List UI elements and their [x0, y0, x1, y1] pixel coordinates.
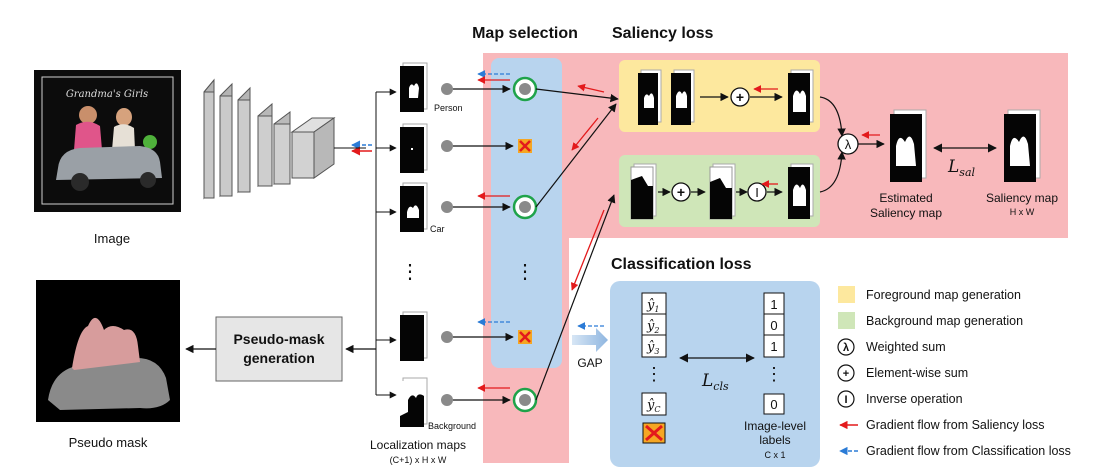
legend-item-4: I Inverse operation — [837, 390, 963, 408]
bg-inverse-symbol: I — [755, 185, 759, 200]
selection-gradient-arrows — [477, 70, 510, 392]
pseudo-mask-generation-label-2: generation — [243, 350, 315, 366]
legend-item-1: Background map generation — [838, 312, 1023, 329]
labels-ellipsis: ⋮ — [765, 364, 783, 384]
image-caption: Image — [94, 231, 130, 246]
y-hat-ellipsis: ⋮ — [645, 364, 663, 384]
localization-maps-caption: Localization maps — [370, 438, 466, 452]
input-image: Grandma's Girls — [34, 70, 181, 212]
localization-maps-dims: (C+1) x H x W — [390, 455, 447, 465]
gap-arrow — [572, 328, 608, 352]
image-banner-text: Grandma's Girls — [66, 89, 148, 100]
label-value-c: 0 — [770, 397, 777, 412]
selection-ellipsis: ⋮ — [515, 261, 535, 283]
y-hat-c: ŷC — [646, 398, 660, 414]
localization-map-4 — [400, 311, 428, 361]
legend-item-6: Gradient flow from Classification loss — [839, 444, 1071, 458]
map-label-car: Car — [430, 224, 445, 234]
y-hat-1: ŷ1 — [646, 298, 659, 314]
fg-map-1 — [638, 69, 662, 125]
fg-map-2 — [671, 69, 695, 125]
image-level-labels — [763, 292, 785, 415]
pseudo-mask-image — [36, 280, 180, 422]
saliency-map — [1004, 109, 1041, 182]
saliency-map-caption: Saliency map — [986, 191, 1058, 205]
legend-symbol-circle — [837, 364, 855, 382]
label-value-1: 1 — [770, 297, 777, 312]
lsal-label: Lsal — [947, 157, 976, 179]
fg-plus-symbol: + — [736, 89, 744, 105]
y-hat-3: ŷ3 — [646, 340, 659, 356]
legend-symbol-glyph: + — [843, 368, 849, 380]
legend-item-3: + Element-wise sum — [837, 364, 968, 382]
fg-output-map — [788, 69, 814, 125]
image-level-dims: C x 1 — [764, 450, 785, 460]
pseudo-mask-caption: Pseudo mask — [69, 435, 148, 450]
legend-text: Background map generation — [866, 314, 1023, 328]
bg-plus-symbol: + — [677, 184, 685, 200]
cnn-backbone — [203, 78, 336, 200]
localization-map-background — [400, 377, 428, 427]
legend-text: Weighted sum — [866, 340, 946, 354]
localization-map-3 — [400, 182, 428, 232]
selected-ring-3 — [512, 194, 538, 220]
label-value-2: 0 — [770, 318, 777, 333]
lcls-label: Lcls — [701, 371, 729, 393]
rejected-mark-4 — [518, 330, 532, 344]
localization-map-car — [400, 123, 428, 173]
map-selection-title: Map selection — [472, 25, 578, 42]
legend-item-2: λ Weighted sum — [837, 338, 946, 356]
estimated-saliency-map — [890, 109, 927, 182]
estimated-caption-1: Estimated — [879, 191, 932, 205]
y-hat-2: ŷ2 — [646, 319, 659, 335]
bg-map-1 — [630, 163, 657, 220]
element-wise-sum-fg — [730, 87, 750, 107]
legend-item-0: Foreground map generation — [838, 286, 1021, 303]
weighted-sum-symbol: λ — [845, 137, 852, 152]
map-label-person: Person — [434, 103, 463, 113]
pseudo-mask-generation-box — [215, 316, 343, 382]
legend-text: Element-wise sum — [866, 366, 968, 380]
selected-ring-person — [512, 76, 538, 102]
rejected-score-mark — [642, 422, 666, 444]
maps-ellipsis: ⋮ — [400, 261, 420, 283]
legend-item-5: Gradient flow from Saliency loss — [839, 418, 1045, 432]
legend-text: Gradient flow from Saliency loss — [866, 418, 1045, 432]
map-dots — [441, 83, 453, 406]
legend-swatch — [838, 286, 855, 303]
element-wise-sum-bg — [671, 182, 691, 202]
rejected-mark-car — [518, 139, 532, 153]
legend-text: Foreground map generation — [866, 288, 1021, 302]
legend-symbol-circle — [837, 338, 855, 356]
saliency-back-gradient-arrows — [570, 83, 605, 291]
estimated-caption-2: Saliency map — [870, 206, 942, 220]
selected-ring-background — [512, 387, 538, 413]
foreground-generation-panel — [619, 60, 820, 132]
pseudo-mask-generation-label-1: Pseudo-mask — [233, 331, 324, 347]
legend-symbol-glyph: I — [844, 394, 847, 406]
bg-output-map — [788, 163, 814, 219]
image-level-caption-1: Image-level — [744, 419, 806, 433]
bg-map-2 — [709, 163, 736, 220]
legend-text: Inverse operation — [866, 392, 963, 406]
legend-text: Gradient flow from Classification loss — [866, 444, 1071, 458]
map-label-background: Background — [428, 421, 476, 431]
legend-swatch — [838, 312, 855, 329]
localization-map-person — [400, 62, 428, 112]
classification-loss-title: Classification loss — [611, 256, 752, 273]
legend-symbol-glyph: λ — [843, 342, 849, 354]
legend-symbol-circle — [837, 390, 855, 408]
gap-label: GAP — [577, 356, 602, 370]
label-value-3: 1 — [770, 339, 777, 354]
saliency-map-dims: H x W — [1010, 207, 1035, 217]
image-level-caption-2: labels — [759, 433, 790, 447]
predicted-scores — [641, 292, 667, 416]
saliency-loss-title: Saliency loss — [612, 25, 713, 42]
